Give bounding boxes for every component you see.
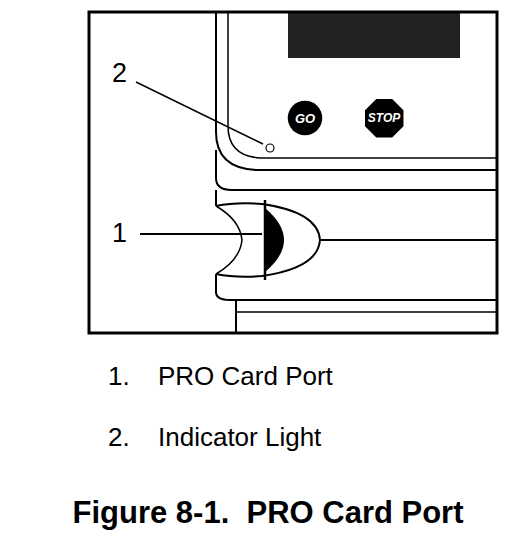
panel-rim (216, 150, 498, 190)
display-window (288, 12, 460, 58)
part-name: Indicator Light (158, 424, 321, 450)
list-number: 2. (108, 424, 130, 450)
button-label: GO (295, 112, 315, 125)
figure-frame (89, 12, 497, 333)
pro-card-edge (264, 200, 267, 280)
body-foot (235, 300, 237, 333)
go-button: GO (287, 100, 323, 136)
list-number: 1. (108, 363, 130, 389)
body-edge (215, 190, 217, 206)
callout-number: 2 (112, 60, 127, 87)
card-port-inner (216, 206, 242, 274)
figure-caption: Figure 8-1. PRO Card Port (72, 497, 463, 528)
body-seam (320, 239, 498, 241)
part-name: PRO Card Port (158, 363, 333, 389)
button-label: STOP (368, 112, 400, 124)
callout-number: 1 (112, 220, 127, 247)
panel-edge (216, 12, 498, 170)
card-port (216, 203, 320, 276)
leader-line (136, 82, 263, 144)
stop-button: STOP (363, 97, 405, 139)
indicator-light (266, 144, 274, 152)
leader-line (140, 233, 262, 235)
body-foot-line (236, 311, 498, 313)
body-lower (216, 274, 498, 300)
panel-bevel (228, 12, 498, 158)
pro-card (265, 208, 284, 272)
